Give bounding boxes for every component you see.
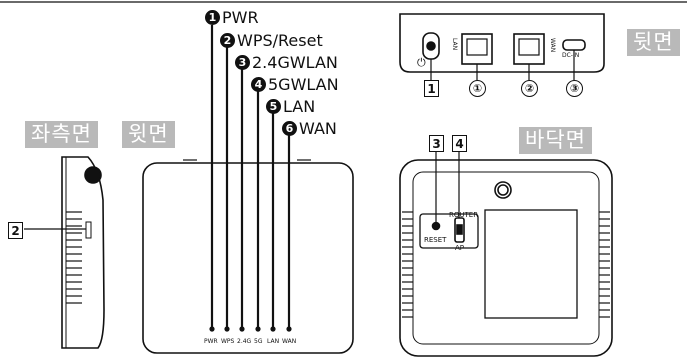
bottom-view-label: 바닥면: [519, 127, 592, 154]
led-label-2g: 2.4G: [237, 338, 252, 345]
callout-number-badge: 3: [235, 55, 250, 70]
callout-number-badge: 6: [282, 121, 297, 136]
back-marker-circle-3: ③: [566, 80, 583, 97]
reset-label: RESET: [424, 236, 447, 244]
back-marker-circle-2: ②: [521, 80, 538, 97]
led-callout-wps: 2 WPS/Reset: [220, 31, 323, 50]
led-callout-lan: 5 LAN: [266, 97, 315, 116]
bottom-marker-box-4: 4: [452, 135, 467, 152]
back-port-label-dcin: DC-IN: [562, 52, 580, 59]
led-label-pwr: PWR: [204, 338, 218, 345]
callout-number-badge: 4: [251, 77, 266, 92]
left-view-label: 좌측면: [25, 121, 98, 148]
back-marker-circle-1: ①: [469, 80, 486, 97]
left-marker-box-2: 2: [8, 222, 23, 239]
bottom-marker-box-3: 3: [429, 135, 444, 152]
led-label-wps: WPS: [221, 338, 235, 345]
led-callout-2g: 3 2.4GWLAN: [235, 53, 338, 72]
bottom-view: [399, 150, 613, 357]
switch-label-ap: AP: [455, 244, 465, 252]
callout-text: 2.4GWLAN: [252, 53, 338, 72]
callout-text: PWR: [222, 8, 259, 27]
callout-text: 5GWLAN: [268, 75, 339, 94]
top-view-label: 윗면: [122, 121, 175, 148]
top-view: [142, 159, 354, 354]
callout-number-badge: 2: [220, 33, 235, 48]
left-side-view: [24, 156, 105, 349]
callout-number-badge: 5: [266, 99, 281, 114]
led-label-lan: LAN: [267, 338, 280, 345]
back-port-label-wan: WAN: [549, 38, 556, 53]
switch-label-router: ROUTER: [449, 211, 479, 219]
led-label-5g: 5G: [254, 338, 263, 345]
back-view: [399, 13, 605, 80]
led-callout-pwr: 1 PWR: [205, 8, 259, 27]
led-dots: [209, 326, 292, 332]
power-symbol-icon: ⏻: [417, 56, 426, 69]
back-marker-box-1: 1: [424, 80, 439, 97]
led-label-wan: WAN: [282, 338, 297, 345]
callout-text: LAN: [283, 97, 316, 116]
back-port-label-lan: LAN: [451, 38, 458, 51]
callout-text: WAN: [299, 119, 337, 138]
callout-text: WPS/Reset: [237, 31, 323, 50]
led-callout-5g: 4 5GWLAN: [251, 75, 339, 94]
led-leader-lines: [210, 25, 291, 327]
callout-number-badge: 1: [205, 10, 220, 25]
led-callout-wan: 6 WAN: [282, 119, 337, 138]
back-view-label: 뒷면: [627, 29, 680, 56]
